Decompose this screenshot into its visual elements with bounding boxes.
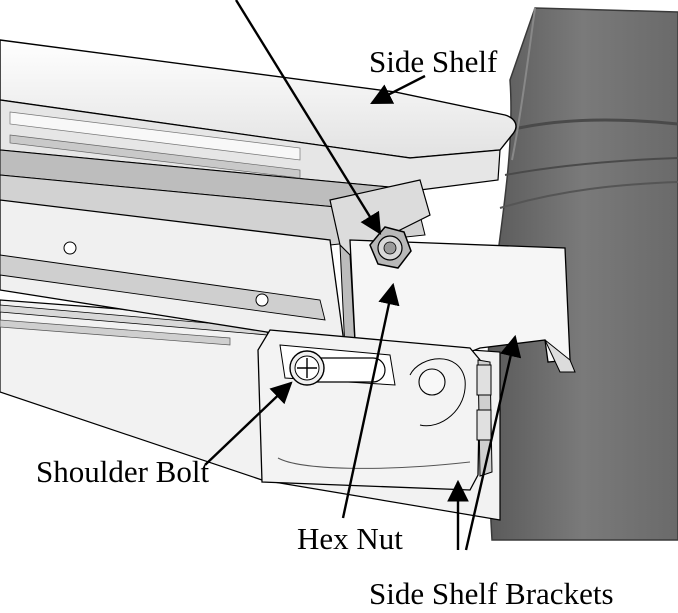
- label-side-shelf-brackets: Side Shelf Brackets: [369, 576, 614, 611]
- hex-nut: [369, 226, 412, 269]
- side-rail: [0, 199, 346, 352]
- shoulder-bolt: [289, 350, 325, 386]
- leader-line-shoulder-bolt: [204, 381, 293, 466]
- leader-line-hex-nut: [341, 282, 400, 519]
- leader-line-top-nut: [234, 0, 382, 235]
- leader-line-bracket-front: [464, 334, 522, 551]
- leader-lines: [204, 0, 522, 551]
- side-shelf-bracket-lower: [257, 329, 493, 491]
- label-side-shelf: Side Shelf: [369, 44, 498, 79]
- label-shoulder-bolt: Shoulder Bolt: [36, 454, 210, 489]
- label-hex-nut: Hex Nut: [297, 521, 403, 556]
- leader-line-side-shelf: [370, 74, 426, 105]
